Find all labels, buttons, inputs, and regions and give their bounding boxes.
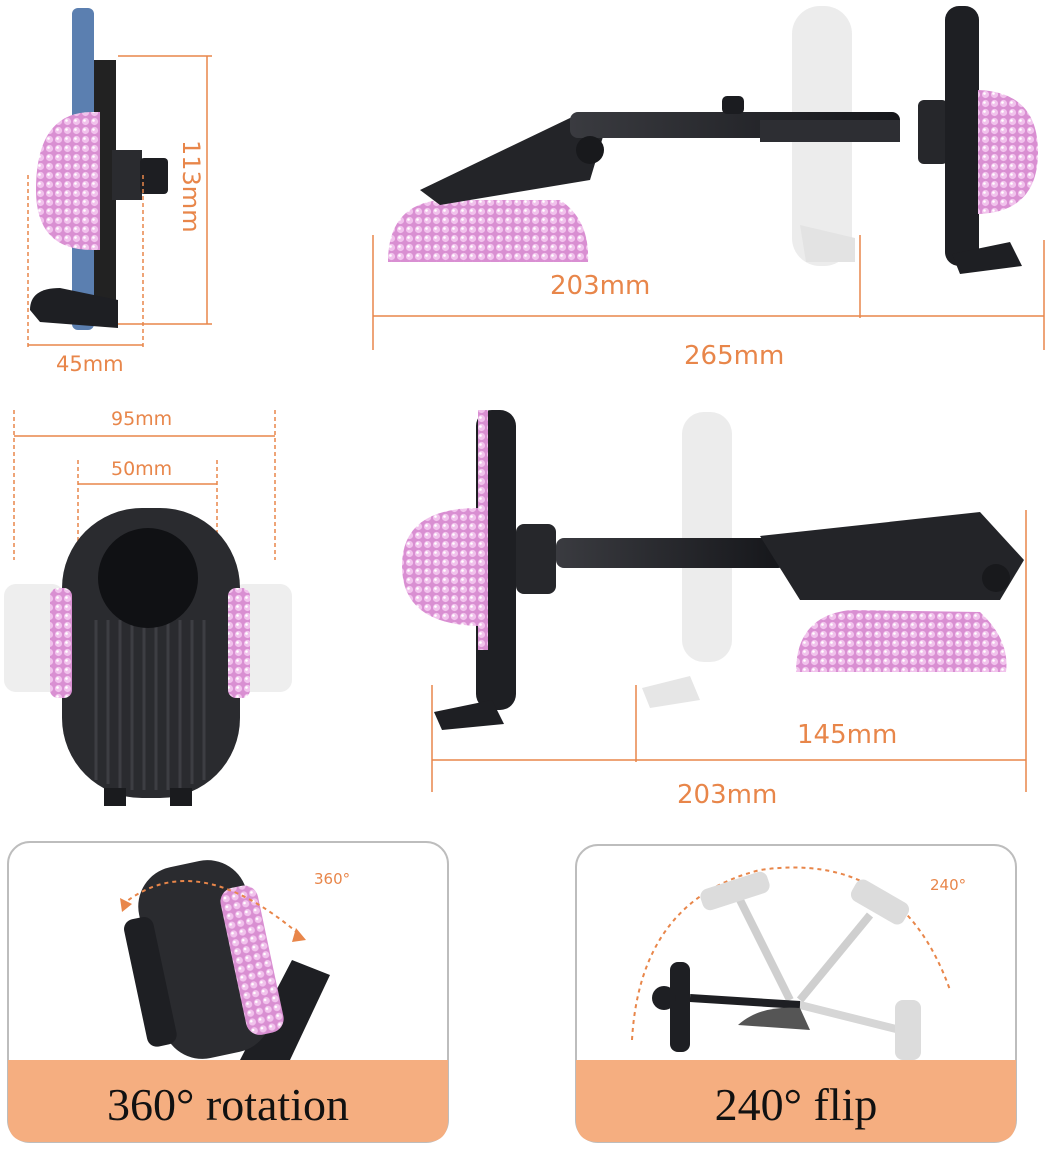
side-view <box>27 8 212 350</box>
caption-band <box>8 1060 448 1142</box>
wireless-charging-pad <box>98 528 198 628</box>
right-crystal-arm <box>228 588 250 698</box>
mount-knob <box>140 158 168 194</box>
ghost-holder <box>682 412 732 662</box>
hinge-knob <box>576 136 604 164</box>
telescopic-arm <box>556 538 786 568</box>
rotation-caption: 360° rotation <box>107 1079 349 1130</box>
rotation-panel <box>7 841 449 1143</box>
bottom-foot <box>30 288 118 328</box>
rotation-angle-label: 360° <box>314 870 351 888</box>
flip-caption: 240° flip <box>714 1079 878 1130</box>
flip-panel <box>575 844 1017 1143</box>
left-crystal-arm <box>50 588 72 698</box>
base-bracket <box>760 512 1024 600</box>
flip-arc <box>631 866 951 1041</box>
side-height-label: 113mm <box>177 140 205 233</box>
lock-knob <box>722 96 744 114</box>
extended-total-label: 265mm <box>684 341 785 371</box>
crystal-arm <box>978 90 1038 214</box>
crystal-arm <box>220 885 284 1035</box>
crystal-side-arm <box>36 112 100 250</box>
base-bracket <box>420 118 605 205</box>
crystal-suction-base <box>388 200 589 262</box>
front-view <box>4 410 292 806</box>
crystal-suction-base <box>796 610 1007 672</box>
extended-inner-label: 203mm <box>550 271 651 301</box>
hinge-knob <box>982 564 1010 592</box>
extended-arm-view <box>372 6 1045 350</box>
ball-joint <box>112 150 142 200</box>
retracted-inner-label: 145mm <box>797 720 898 750</box>
caption-band <box>576 1060 1016 1142</box>
crystal-arm <box>402 508 478 626</box>
side-depth-label: 45mm <box>56 352 124 376</box>
front-max-width-label: 95mm <box>111 408 173 430</box>
holder-plate <box>945 6 979 266</box>
front-min-width-label: 50mm <box>111 458 173 480</box>
flip-angle-label: 240° <box>930 876 967 894</box>
retracted-total-label: 203mm <box>677 780 778 810</box>
retracted-arm-view <box>402 410 1027 792</box>
